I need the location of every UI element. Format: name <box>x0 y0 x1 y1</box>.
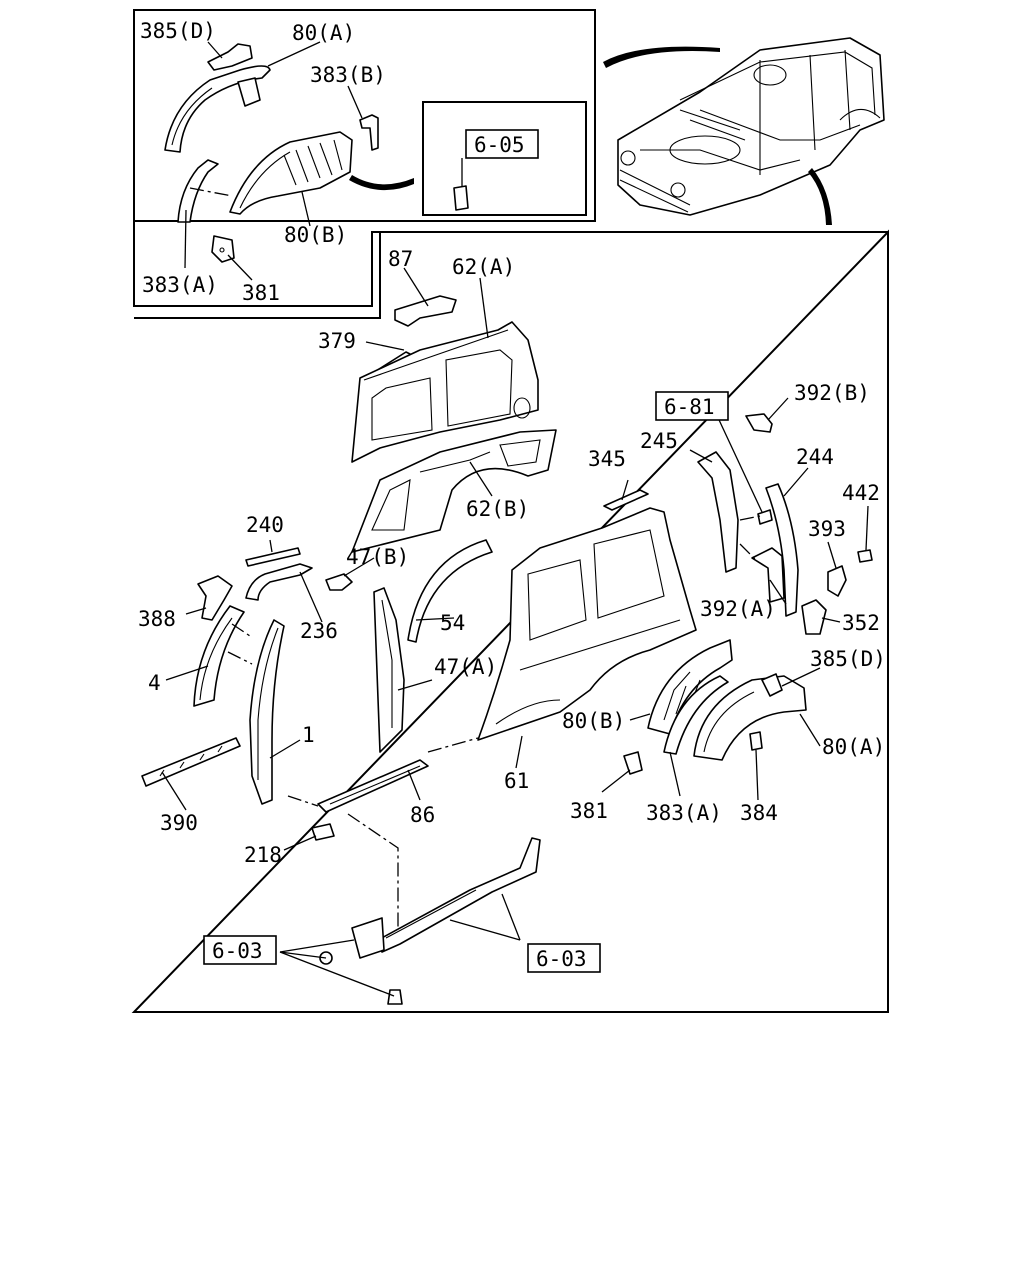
label-87: 87 <box>388 247 413 271</box>
inset-leaders <box>184 41 463 281</box>
label-385d: 385(D) <box>810 647 886 671</box>
label-236: 236 <box>300 619 338 643</box>
label-245: 245 <box>640 429 678 453</box>
label-80a: 80(A) <box>822 735 885 759</box>
label-352: 352 <box>842 611 880 635</box>
inset-part-80b <box>229 131 353 215</box>
overview-arrow-left <box>603 46 720 68</box>
ref-603-left-label: 6-03 <box>212 939 263 963</box>
inset-label-383a: 383(A) <box>142 273 218 297</box>
label-54: 54 <box>440 611 465 635</box>
sub-inset-frame <box>422 101 587 216</box>
part-240 <box>245 547 301 567</box>
inset-label-385d: 385(D) <box>140 19 216 43</box>
part-244 <box>765 483 799 617</box>
part-381 <box>623 751 643 775</box>
part-603-rocker-sill <box>351 837 541 959</box>
part-4 <box>193 605 245 707</box>
inset-bottom-frame <box>133 221 888 307</box>
part-47b <box>325 573 353 591</box>
ref-box-605 <box>465 129 539 159</box>
label-62a: 62(A) <box>452 255 515 279</box>
part-86 <box>317 759 429 813</box>
part-61-outer-side-panel <box>477 507 697 741</box>
part-352 <box>801 599 827 635</box>
ref-box-603-left <box>203 935 277 965</box>
part-388 <box>197 575 233 621</box>
part-80a-wheelhouse-outer <box>693 673 807 761</box>
part-1-pillar <box>249 619 285 805</box>
inset-frame <box>133 9 596 222</box>
part-681-bolt <box>757 509 773 525</box>
label-392b: 392(B) <box>794 381 870 405</box>
overview-arrow-right <box>808 168 832 225</box>
label-47a: 47(A) <box>434 655 497 679</box>
main-leader-lines <box>161 267 869 997</box>
label-442: 442 <box>842 481 880 505</box>
inset-part-383a <box>177 159 219 223</box>
assembly-dash-lines <box>227 515 761 928</box>
part-393 <box>827 565 847 597</box>
label-86: 86 <box>410 803 435 827</box>
label-1: 1 <box>302 723 315 747</box>
label-384: 384 <box>740 801 778 825</box>
label-345: 345 <box>588 447 626 471</box>
inset-label-383b: 383(B) <box>310 63 386 87</box>
part-62b-inner-panel <box>351 429 557 553</box>
ref-605-label: 6-05 <box>474 133 525 157</box>
part-218 <box>311 823 335 841</box>
part-245 <box>697 451 739 573</box>
part-62a-upper-side-panel <box>351 321 539 463</box>
part-236 <box>245 563 313 601</box>
label-390: 390 <box>160 811 198 835</box>
part-383a <box>663 675 729 755</box>
vehicle-body-overview <box>617 37 885 216</box>
inset-label-80b: 80(B) <box>284 223 347 247</box>
label-218: 218 <box>244 843 282 867</box>
inset-label-80a: 80(A) <box>292 21 355 45</box>
ref-box-603-right <box>527 943 601 973</box>
label-383a: 383(A) <box>646 801 722 825</box>
inset-part-605-bracket <box>453 185 469 211</box>
part-392b <box>745 413 773 433</box>
ref-box-681 <box>655 391 729 421</box>
inset-part-80a <box>164 65 271 153</box>
part-384 <box>749 731 763 751</box>
part-390 <box>141 737 241 787</box>
part-54-weatherstrip <box>407 539 493 643</box>
inset-part-385d <box>207 43 253 71</box>
inset-link-arrow <box>349 175 414 191</box>
label-392a: 392(A) <box>700 597 776 621</box>
label-379: 379 <box>318 329 356 353</box>
label-393: 393 <box>808 517 846 541</box>
ref-603-right-label: 6-03 <box>536 947 587 971</box>
part-442 <box>857 549 873 563</box>
inset-part-383b <box>359 114 379 151</box>
label-381: 381 <box>570 799 608 823</box>
label-388: 388 <box>138 607 176 631</box>
part-87 <box>394 295 457 327</box>
label-80b: 80(B) <box>562 709 625 733</box>
ref-681-label: 6-81 <box>664 395 715 419</box>
label-240: 240 <box>246 513 284 537</box>
label-47b: 47(B) <box>346 545 409 569</box>
label-244: 244 <box>796 445 834 469</box>
part-47a <box>373 587 405 753</box>
label-62b: 62(B) <box>466 497 529 521</box>
inset-label-381: 381 <box>242 281 280 305</box>
label-4: 4 <box>148 671 161 695</box>
fastener-bolt <box>387 989 403 1005</box>
part-345 <box>603 489 649 511</box>
label-61: 61 <box>504 769 529 793</box>
